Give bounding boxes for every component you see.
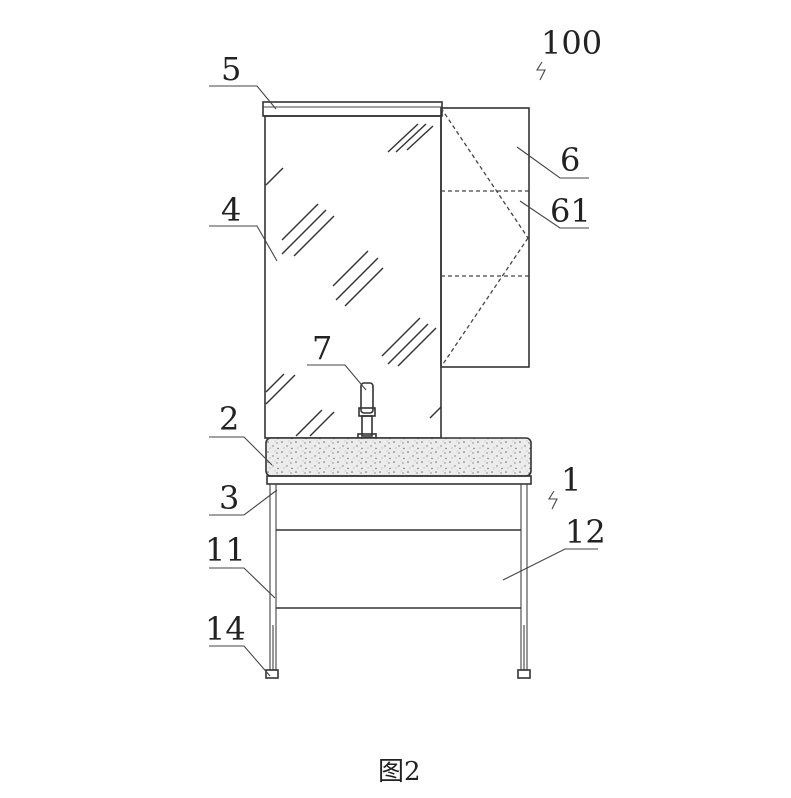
leader-lines (209, 61, 598, 677)
foot-left (265, 669, 279, 679)
mirror (264, 115, 442, 439)
foot-right (517, 669, 531, 679)
label-4: 4 (221, 191, 241, 229)
label-6: 6 (560, 141, 580, 179)
label-100: 100 (541, 24, 602, 62)
countertop (265, 437, 532, 477)
label-7: 7 (312, 329, 332, 367)
label-2: 2 (219, 400, 239, 438)
label-5: 5 (221, 50, 241, 88)
label-11: 11 (205, 531, 246, 569)
label-12: 12 (565, 513, 606, 551)
light-bar (262, 101, 443, 117)
label-3: 3 (219, 479, 239, 517)
faucet (357, 382, 377, 439)
mirror-reflection-hatching (265, 123, 442, 437)
cabinet (265, 483, 531, 679)
label-61: 61 (550, 192, 591, 230)
label-1: 1 (561, 461, 581, 499)
figure-caption: 图2 (378, 757, 421, 787)
frame (266, 475, 532, 485)
label-14: 14 (205, 610, 246, 648)
mirror-cabinet (440, 107, 530, 368)
